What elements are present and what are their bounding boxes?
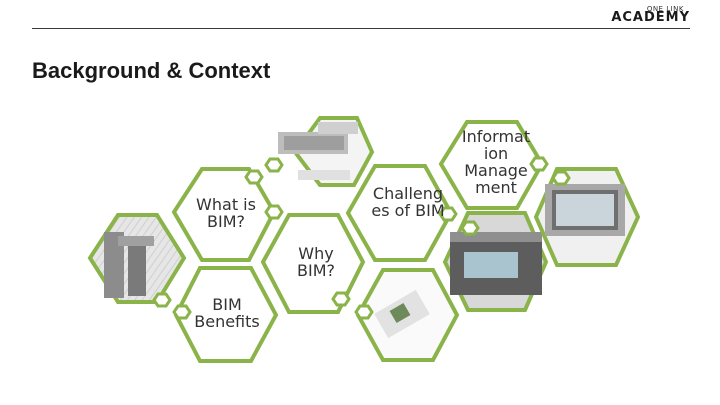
information-management-hexagon — [438, 120, 545, 210]
connector-node-icon — [264, 204, 284, 220]
header-divider — [32, 28, 690, 29]
information-management-label[interactable]: Informat ion Manage ment — [461, 127, 531, 197]
connector-node-icon — [354, 304, 374, 320]
rendered-building-hexagon — [442, 211, 549, 312]
challenges-hexagon — [345, 164, 454, 262]
logo-small-text: ONE LINK — [646, 5, 684, 13]
connector-node-icon — [152, 292, 172, 308]
connector-node-icon — [172, 304, 192, 320]
connector-node-icon — [551, 170, 571, 186]
connector-node-icon — [529, 156, 549, 172]
what-is-bim-label[interactable]: What is BIM? — [196, 195, 256, 231]
site-plan-hexagon — [355, 268, 460, 362]
structural-detail-hexagon — [87, 213, 187, 304]
what-is-bim-hexagon — [171, 167, 277, 262]
slide-title: Background & Context — [32, 58, 271, 83]
challenges-label[interactable]: Challeng es of BIM — [371, 184, 445, 220]
bim-benefits-label[interactable]: BIM Benefits — [194, 295, 260, 331]
connector-node-icon — [460, 220, 480, 236]
connector-node-icon — [244, 169, 264, 185]
why-bim-hexagon — [260, 213, 366, 314]
why-bim-label[interactable]: Why BIM? — [297, 244, 335, 280]
building-model-top-hexagon — [278, 116, 375, 187]
connector-node-icon — [331, 291, 351, 307]
connector-node-icon — [438, 206, 458, 222]
academy-logo: ACADEMY — [611, 10, 690, 25]
connector-node-icon — [264, 157, 284, 173]
office-building-hexagon — [533, 167, 641, 267]
